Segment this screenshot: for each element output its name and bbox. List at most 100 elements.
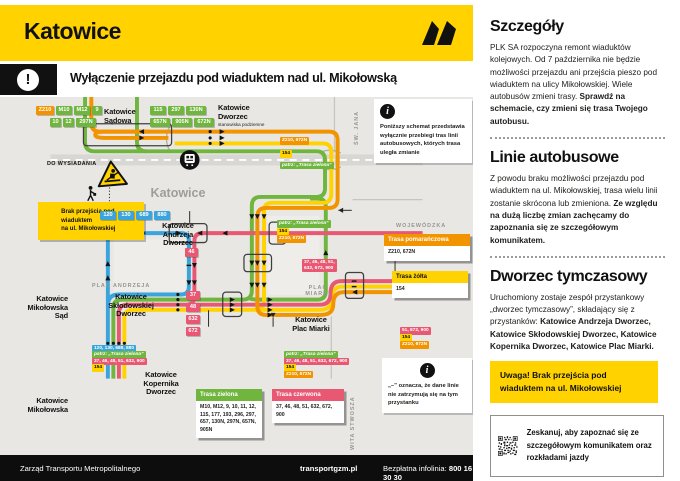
- route-box-yellow-title: Trasa żółta: [392, 271, 468, 283]
- route-chip: 154: [92, 364, 105, 372]
- pedestrian-icon: [87, 185, 97, 202]
- info-icon: i: [419, 363, 435, 378]
- line-badge: M12: [74, 106, 90, 115]
- route-chip: 154: [277, 227, 290, 236]
- route-box-yellow: Trasa żółta 154: [392, 271, 468, 298]
- qr-box: Zeskanuj, aby zapoznać się ze szczegółow…: [490, 414, 664, 477]
- station-dworzec-sub: stanowiska podziemne: [218, 122, 265, 127]
- route-chip: Z210, 672N: [400, 341, 430, 349]
- linie-bold: Ze względu na dużą liczbę zmian zachęcam…: [490, 198, 658, 245]
- info-box-schematic: i Poniższy schemat przedstawia wyłącznie…: [374, 99, 472, 163]
- route-box-green: Trasa zielona M10, M12, 9, 10, 11, 12, 1…: [196, 389, 262, 439]
- route-box-red: Trasa czerwona 37, 46, 48, 51, 632, 672,…: [272, 389, 344, 424]
- station-andrzeja: Katowice Andrzeja Dworzec: [162, 221, 194, 248]
- route-chip: 154: [284, 364, 297, 372]
- info-box-dash-text: „–” oznacza, że dane linie nie zatrzymuj…: [388, 383, 459, 407]
- orange-route-main: [89, 97, 423, 317]
- footer-infoline-label: Bezpłatna infolinia:: [383, 464, 449, 473]
- roadworks-sign-icon: [97, 160, 128, 188]
- footer-infoline: Bezpłatna infolinia: 800 16 30 30: [383, 464, 473, 481]
- line-badge: 672: [186, 327, 200, 336]
- info-box-schematic-text: Poniższy schemat przedstawia wyłącznie p…: [380, 124, 465, 157]
- line-badge: 130: [118, 211, 134, 220]
- green-route-loop: [247, 196, 328, 302]
- route-chip: 120, 130, 689, 880: [92, 344, 137, 353]
- route-chip: Z210, 672N: [280, 137, 310, 145]
- station-sklodowskiej: Katowice Skłodowskiej Dworzec: [108, 292, 154, 319]
- line-badge: 657N: [150, 118, 170, 127]
- panel-warning-box: Uwaga! Brak przejścia pod wiaduktem na u…: [490, 361, 658, 403]
- dotted-divider: [490, 137, 665, 140]
- dworzec-text: Uruchomiony zostaje zespół przystankowy …: [490, 292, 645, 327]
- dworzec-bold: Katowice Andrzeja Dworzec, Katowice Skło…: [490, 317, 657, 352]
- pink-route-east: [194, 279, 423, 307]
- linie-text: Z powodu braku możliwości przejazdu pod …: [490, 174, 658, 208]
- footer-infoline-number: 800 16 30 30: [383, 464, 473, 481]
- route-box-yellow-body: 154: [396, 286, 405, 292]
- section-text-szczegoly: PLK SA rozpoczyna remont wiaduktów kolej…: [490, 42, 665, 128]
- route-chip: patrz: „Trasa zielona”: [284, 351, 338, 359]
- info-icon: i: [380, 104, 395, 119]
- station-dworzec: Katowice Dworzec: [218, 103, 250, 121]
- green-route-feeder: [135, 97, 147, 154]
- line-badge: 12: [63, 118, 74, 127]
- section-text-dworzec: Uruchomiony zostaje zespół przystankowy …: [490, 292, 665, 353]
- station-katowice-rail: Katowice: [150, 186, 206, 200]
- section-heading-szczegoly: Szczegóły: [490, 18, 564, 35]
- street-wojewodzka: WOJEWÓDZKA: [394, 223, 449, 229]
- line-badge: M10: [56, 106, 72, 115]
- footer-site: transportgzm.pl: [300, 464, 358, 473]
- route-chip: patrz: „Trasa zielona”: [277, 220, 331, 228]
- route-chip: patrz: „Trasa zielona”: [92, 351, 146, 359]
- details-panel: Szczegóły PLK SA rozpoczyna remont wiadu…: [473, 0, 680, 481]
- header-bar: [0, 5, 473, 61]
- street-lines: [330, 97, 423, 379]
- street-plac-miarki: PLAC MIARKI: [305, 285, 331, 297]
- route-chip: 37, 46, 48, 51, 632, 900: [92, 357, 147, 366]
- plac-miarki-block: [267, 215, 320, 295]
- footer-org: Zarząd Transportu Metropolitalnego: [20, 464, 141, 473]
- route-box-orange-title: Trasa pomarańczowa: [384, 234, 470, 246]
- station-mikolowska: Katowice Mikołowska: [27, 396, 69, 414]
- footer-bar: Zarząd Transportu Metropolitalnego trans…: [0, 455, 473, 481]
- route-chip: patrz: „Trasa zielona”: [280, 161, 334, 170]
- section-heading-dworzec: Dworzec tymczasowy: [490, 267, 648, 285]
- map-warning-box: Brak przejścia pod wiaduktem na ul. Miko…: [38, 202, 144, 240]
- line-badge: 115: [150, 106, 166, 115]
- info-box-dash: i „–” oznacza, że dane linie nie zatrzym…: [382, 358, 472, 414]
- street-plac-andrzeja: PLAC ANDRZEJA: [92, 283, 151, 289]
- stop-platform-boxes: [82, 123, 365, 318]
- line-badge: 37: [186, 291, 200, 300]
- line-badge: 297: [168, 106, 184, 115]
- route-box-green-body: M10, M12, 9, 10, 11, 12, 115, 177, 193, …: [200, 404, 256, 433]
- line-badge: Z210: [36, 106, 54, 115]
- dotted-divider: [490, 255, 665, 258]
- alert-badge: !: [0, 64, 57, 95]
- line-badge: 46: [185, 248, 198, 257]
- route-box-orange-body: Z210, 672N: [388, 249, 416, 255]
- route-box-red-title: Trasa czerwona: [272, 389, 344, 401]
- line-badge: 10: [50, 118, 61, 127]
- line-badge: 880: [154, 211, 170, 220]
- route-chip: 154: [280, 150, 293, 158]
- line-badge: 48: [186, 303, 200, 312]
- qr-text: Zeskanuj, aby zapoznać się ze szczegółow…: [526, 428, 652, 462]
- szczegoly-text: PLK SA rozpoczyna remont wiaduktów kolej…: [490, 43, 658, 102]
- station-mikolowska-sad: Katowice Mikołowska Sąd: [27, 294, 69, 321]
- route-diagram: [50, 97, 423, 379]
- qr-code: [498, 435, 518, 456]
- station-plac-miarki: Katowice Plac Miarki: [292, 315, 330, 333]
- red-box-arrowhead: [270, 312, 276, 318]
- line-badge: 632: [186, 315, 200, 324]
- gzm-metropolia-logo: [422, 21, 456, 45]
- alert-title: Wyłączenie przejazdu pod wiaduktem nad u…: [70, 71, 397, 85]
- line-badge: 905N: [172, 118, 192, 127]
- stop-dots: [106, 130, 212, 345]
- orange-box-arrowhead: [338, 207, 344, 213]
- street-sw-jana: ŚW. JANA: [354, 110, 360, 145]
- station-kopernika: Katowice Kopernika Dworzec: [143, 370, 179, 397]
- pink-route-main: [116, 231, 423, 379]
- line-badge: 297N: [76, 118, 96, 127]
- route-chip: 37, 46, 48, 51, 632, 672, 900: [284, 357, 350, 366]
